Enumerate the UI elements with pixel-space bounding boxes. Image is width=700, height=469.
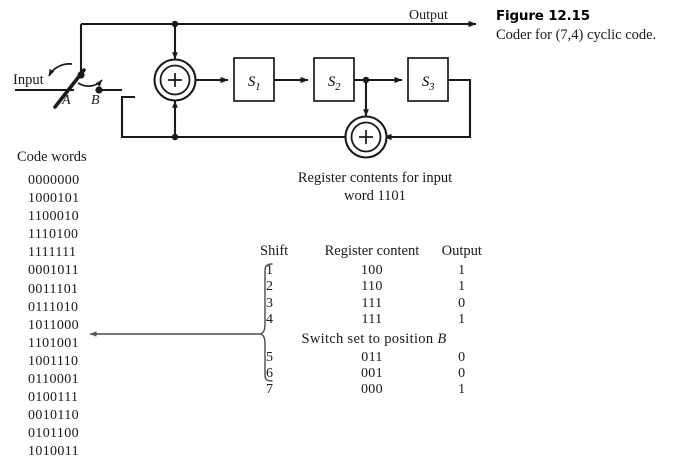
switch-contact-b	[95, 86, 103, 94]
switch-position-note-value: B	[437, 330, 447, 347]
codeword-item: 0101100	[28, 426, 79, 442]
switch-arrow-left	[48, 63, 73, 77]
switch-position-note-row: Switch set to position B	[258, 329, 490, 350]
cell-shift: 2	[266, 279, 274, 295]
register-table-title: Register contents for input word 1101	[262, 170, 488, 205]
figure-caption: Figure 12.15 Coder for (7,4) cyclic code…	[496, 8, 696, 44]
cell-shift: 3	[266, 295, 274, 311]
switch-label-b: B	[91, 93, 100, 108]
register-box-s1	[233, 57, 275, 102]
register-table-head: Shift Register content Output	[258, 243, 490, 263]
cell-register-content: 011	[361, 349, 383, 365]
table-row: 2 110 1	[258, 279, 490, 295]
codewords-list: 0000000 1000101 1100010 1110100 1111111 00010…	[28, 172, 157, 462]
codeword-item: 0110001	[28, 372, 79, 388]
shift-register-boxes: S1 S2 S3	[233, 57, 449, 102]
cell-output: 1	[458, 312, 466, 328]
junction-top-bus	[171, 20, 179, 28]
register-label-s1: S1	[248, 74, 261, 93]
cell-output: 0	[458, 349, 466, 365]
codeword-item: 0100111	[28, 390, 79, 406]
codeword-item: 0001011	[28, 263, 79, 279]
header-shift: Shift	[260, 243, 289, 259]
figure-caption-text: Coder for (7,4) cyclic code.	[496, 27, 657, 43]
register-box-s3	[407, 57, 449, 102]
codeword-item: 0010110	[28, 408, 79, 424]
switch-position-note: Switch set to position B	[301, 330, 447, 347]
codeword-item: 0011101	[28, 281, 79, 297]
codeword-item: 0111010	[28, 299, 79, 315]
register-box-s2	[313, 57, 355, 102]
codewords-panel: Code words 0000000 1000101 1100010 1110100 1…	[17, 148, 157, 462]
register-label-s2: S2	[328, 74, 341, 93]
wire-s3-feedback	[383, 78, 472, 141]
table-header-row: Shift Register content Output	[258, 243, 490, 263]
codeword-item: 1010011	[28, 444, 79, 460]
switch-motion-arrows	[48, 63, 103, 87]
table-row: 5 011 0	[258, 350, 490, 366]
cell-output: 0	[458, 295, 466, 311]
switch-arrow-right	[77, 79, 103, 87]
input-label: Input	[13, 72, 44, 88]
switch-label-a: A	[62, 93, 71, 108]
table-row: 3 111 0	[258, 296, 490, 312]
cell-output: 0	[458, 366, 466, 382]
schematic-wires	[15, 20, 477, 141]
table-row: 1 100 1	[258, 263, 490, 279]
table-row: 6 001 0	[258, 366, 490, 382]
xor-adder-1	[153, 58, 197, 102]
cell-output: 1	[458, 263, 466, 278]
cell-register-content: 000	[361, 382, 383, 398]
cell-shift: 4	[266, 312, 274, 328]
cell-register-content: 100	[361, 263, 383, 278]
table-row: 7 000 1	[258, 382, 490, 398]
cell-shift: 5	[266, 349, 274, 365]
codeword-item: 1110100	[28, 227, 79, 243]
codeword-item: 1100010	[28, 209, 79, 225]
cell-register-content: 110	[361, 279, 383, 295]
junction-s2-tap	[362, 76, 370, 84]
output-label: Output	[409, 8, 448, 23]
cell-register-content: 111	[361, 312, 383, 328]
cell-shift: 6	[266, 366, 274, 382]
figure-number: Figure 12.15	[496, 8, 590, 24]
header-register-content: Register content	[324, 243, 420, 259]
cell-shift: 7	[266, 382, 274, 398]
codeword-item-highlighted: 1101001	[28, 335, 79, 351]
codeword-item: 0000000	[28, 173, 80, 188]
cell-output: 1	[458, 279, 466, 295]
codeword-item: 1111111	[28, 245, 77, 261]
register-label-s3: S3	[422, 74, 435, 93]
switch-blade[interactable]	[53, 68, 86, 109]
cell-register-content: 111	[361, 295, 383, 311]
wire-adder2-to-bottombus	[120, 95, 348, 139]
junction-bottom-bus	[171, 133, 179, 141]
codewords-title: Code words	[17, 149, 87, 165]
cell-register-content: 001	[361, 366, 383, 382]
codeword-item: 1011000	[28, 317, 79, 333]
cell-output: 1	[458, 382, 466, 398]
header-output: Output	[441, 243, 482, 259]
cell-shift: 1	[266, 263, 274, 278]
shift-group-brace	[259, 263, 273, 382]
register-table-title-line2: word 1101	[344, 187, 406, 204]
xor-adder-2	[344, 115, 388, 159]
codeword-item: 1000101	[28, 191, 80, 207]
codeword-item: 1001110	[28, 353, 79, 369]
register-table-title-line1: Register contents for input	[297, 170, 453, 186]
